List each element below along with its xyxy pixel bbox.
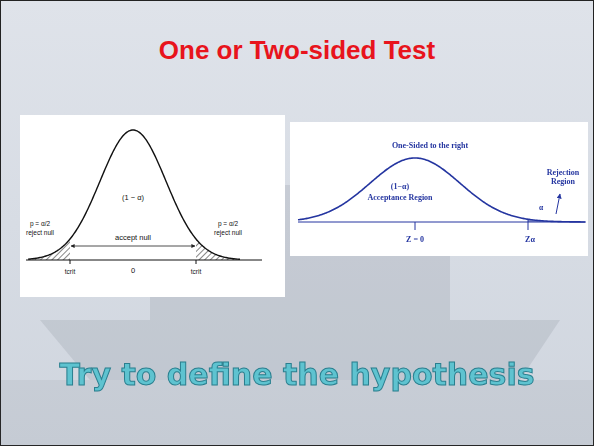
crit-tick	[70, 260, 71, 264]
figure-label: Z = 0	[406, 236, 424, 245]
figure-label: p = α/2	[218, 220, 238, 227]
slide-title: One or Two-sided Test	[159, 36, 435, 65]
figure-label: Rejection Region	[541, 169, 585, 187]
crit-line	[528, 219, 529, 230]
figure-label: accept null	[115, 234, 151, 242]
accept-arrow	[71, 246, 195, 247]
figure-label: tcrit	[65, 268, 75, 275]
figure-label: Acceptance Region	[367, 194, 432, 203]
one-sided-figure	[290, 122, 588, 256]
crit-tick	[196, 260, 197, 264]
figure-label: (1−α)	[391, 183, 409, 192]
figure-label: p = α/2	[30, 220, 50, 227]
tail-shade	[196, 239, 240, 260]
figure-label: reject null	[214, 229, 242, 236]
prompt-text: Try to define the hypothesis	[59, 358, 534, 391]
axis	[298, 222, 586, 223]
tick	[415, 222, 416, 230]
tail-shade	[28, 239, 70, 260]
figure-panel	[290, 122, 588, 256]
normal-curve	[28, 130, 240, 259]
figure-label: (1 − α)	[122, 194, 144, 202]
figure-label: 0	[131, 267, 135, 275]
figure-label: One-Sided to the right	[392, 142, 468, 151]
axis	[26, 260, 262, 261]
two-sided-figure	[20, 115, 285, 297]
callout-arrow	[556, 194, 560, 214]
figure-label: Zα	[525, 236, 535, 245]
figure-label: α	[539, 204, 543, 212]
normal-curve	[298, 158, 585, 222]
figure-label: reject null	[26, 229, 54, 236]
figure-label: tcrit	[191, 268, 201, 275]
figure-panel	[20, 115, 285, 297]
